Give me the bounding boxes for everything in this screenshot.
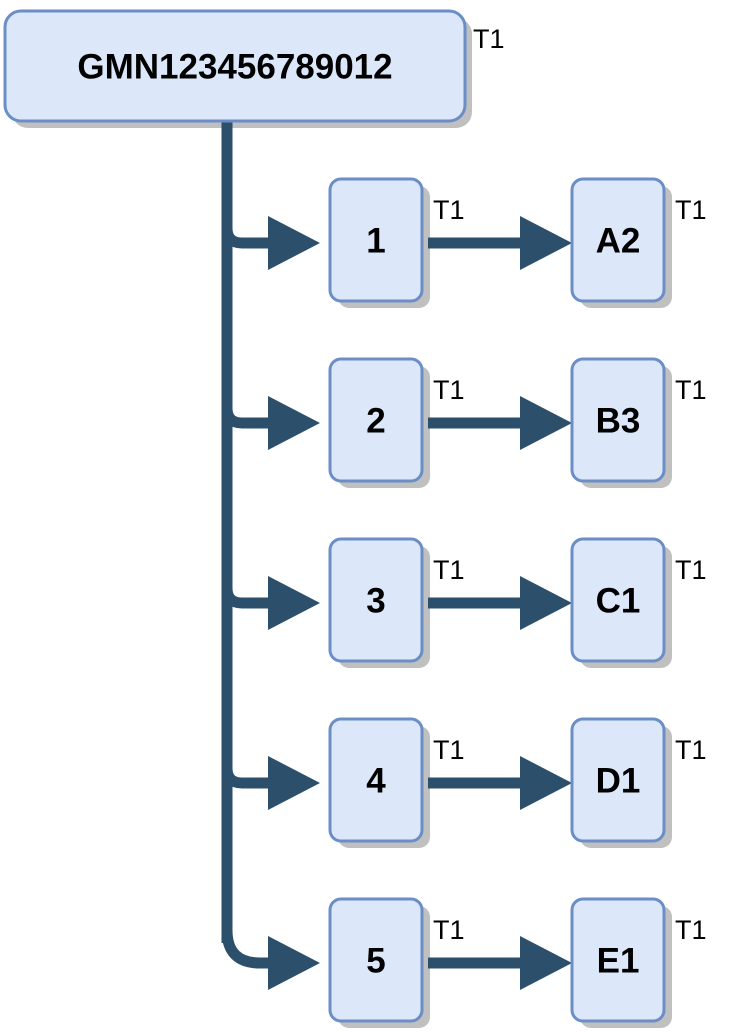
node-middle-5-label: 5 xyxy=(366,942,385,981)
node-leaf-4-label: D1 xyxy=(596,762,641,801)
node-middle-3-box[interactable] xyxy=(328,537,424,663)
node-leaf-2[interactable]: B3 xyxy=(570,357,666,483)
node-root-label: GMN123456789012 xyxy=(77,48,392,87)
edge-tag-middle-5: T1 xyxy=(433,915,465,945)
node-middle-3[interactable]: 3 xyxy=(328,537,424,663)
node-leaf-4[interactable]: D1 xyxy=(570,717,666,843)
node-root-tag: T1 xyxy=(473,24,505,54)
node-middle-1[interactable]: 1 xyxy=(328,177,424,303)
node-leaf-1-box[interactable] xyxy=(570,177,666,303)
edge-tag-middle-1: T1 xyxy=(433,195,465,225)
edge-tag-leaf-4: T1 xyxy=(675,735,707,765)
edge-tag-middle-3: T1 xyxy=(433,555,465,585)
edge-tag-middle-2: T1 xyxy=(433,375,465,405)
edge-tag-middle-4: T1 xyxy=(433,735,465,765)
node-leaf-5-label: E1 xyxy=(597,942,640,981)
node-middle-5[interactable]: 5 xyxy=(328,897,424,1023)
node-root-box[interactable] xyxy=(3,9,467,123)
row-arrows xyxy=(428,216,572,990)
node-middle-5-box[interactable] xyxy=(328,897,424,1023)
node-middle-4-box[interactable] xyxy=(328,717,424,843)
node-leaf-2-box[interactable] xyxy=(570,357,666,483)
node-middle-1-box[interactable] xyxy=(328,177,424,303)
node-middle-4-label: 4 xyxy=(366,762,386,801)
node-shadows xyxy=(12,18,672,1028)
node-leaf-5[interactable]: E1 xyxy=(570,897,666,1023)
node-middle-3-label: 3 xyxy=(366,582,385,621)
node-middle-2[interactable]: 2 xyxy=(328,357,424,483)
node-leaf-5-box[interactable] xyxy=(570,897,666,1023)
node-middle-4[interactable]: 4 xyxy=(328,717,424,843)
edge-tag-leaf-2: T1 xyxy=(675,375,707,405)
node-leaf-2-label: B3 xyxy=(596,402,641,441)
edge-tag-leaf-3: T1 xyxy=(675,555,707,585)
node-leaf-1-label: A2 xyxy=(596,222,641,261)
node-middle-2-box[interactable] xyxy=(328,357,424,483)
edge-tag-leaf-5: T1 xyxy=(675,915,707,945)
node-leaf-3-box[interactable] xyxy=(570,537,666,663)
node-leaf-3[interactable]: C1 xyxy=(570,537,666,663)
edge-tag-leaf-1: T1 xyxy=(675,195,707,225)
node-middle-2-label: 2 xyxy=(366,402,385,441)
node-middle-1-label: 1 xyxy=(366,222,385,261)
node-leaf-4-box[interactable] xyxy=(570,717,666,843)
node-root[interactable]: GMN123456789012 xyxy=(3,9,467,123)
branch-connectors xyxy=(221,210,320,990)
node-leaf-1[interactable]: A2 xyxy=(570,177,666,303)
node-leaf-3-label: C1 xyxy=(596,582,641,621)
